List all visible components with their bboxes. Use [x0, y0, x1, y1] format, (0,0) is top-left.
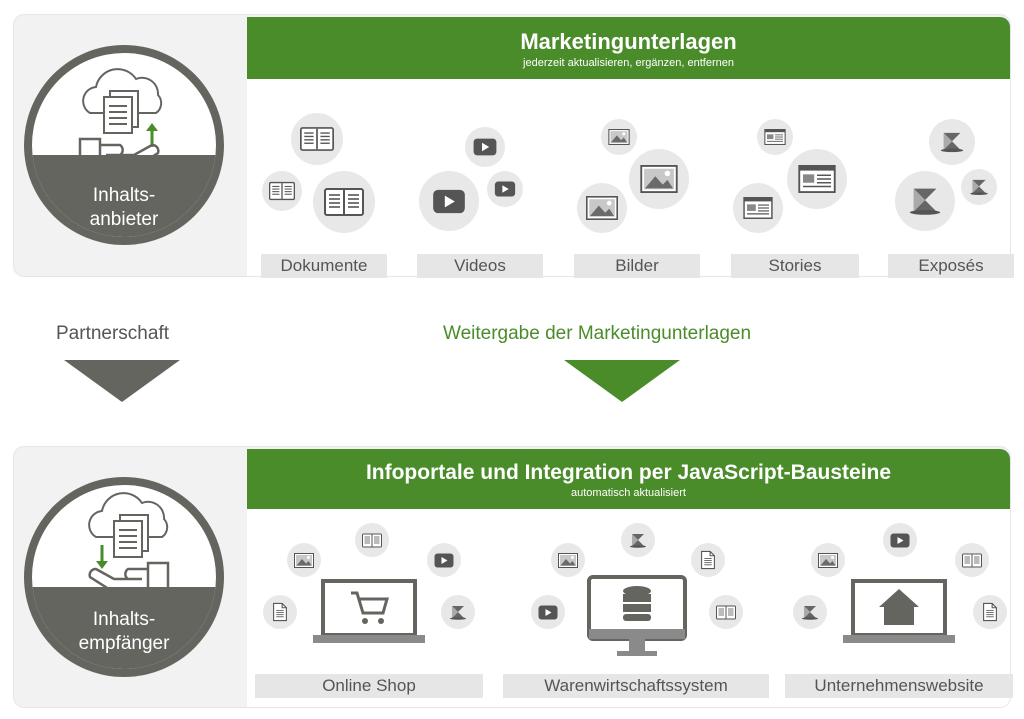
bottom-header: Infoportale und Integration per JavaScri…	[247, 449, 1010, 509]
category-label: Exposés	[888, 254, 1014, 278]
story-icon	[757, 119, 793, 155]
book-icon	[313, 171, 375, 233]
image-icon	[811, 543, 845, 577]
hand-icon	[88, 561, 170, 593]
book-icon	[262, 171, 302, 211]
document-icon	[691, 543, 725, 577]
bottom-content: Online Shop Warenwirtschaftssystem Unter…	[247, 509, 1013, 707]
category-label: Warenwirtschaftssystem	[503, 674, 769, 698]
image-icon	[629, 149, 689, 209]
image-icon	[601, 119, 637, 155]
laptop-icon	[843, 579, 955, 643]
book-icon	[355, 523, 389, 557]
expose-icon	[895, 171, 955, 231]
top-header: Marketingunterlagen jederzeit aktualisie…	[247, 17, 1010, 79]
book-icon	[955, 543, 989, 577]
cart-icon	[351, 591, 389, 615]
document-icon	[103, 90, 139, 134]
category-label: Bilder	[574, 254, 700, 278]
badge-label: anbieter	[90, 209, 159, 230]
video-icon	[427, 543, 461, 577]
top-panel: Marketingunterlagen jederzeit aktualisie…	[14, 15, 1014, 278]
top-subtitle: jederzeit aktualisieren, ergänzen, entfe…	[523, 57, 734, 69]
video-icon	[883, 523, 917, 557]
badge-label: Inhalts-	[93, 609, 155, 630]
home-icon	[879, 589, 919, 625]
book-icon	[291, 113, 343, 165]
expose-icon	[929, 119, 975, 165]
top-title: Marketingunterlagen	[520, 29, 737, 54]
category-label: Stories	[731, 254, 859, 278]
recipient-badge: Inhalts- empfänger	[22, 475, 226, 679]
video-icon	[419, 171, 479, 231]
expose-icon	[621, 523, 655, 557]
arrow-up-icon	[146, 123, 158, 147]
top-content: Dokumente Videos Bilder Stories Exposés	[247, 79, 1014, 278]
category-label: Unternehmenswebsite	[785, 674, 1013, 698]
story-icon	[733, 183, 783, 233]
expose-icon	[441, 595, 475, 629]
document-icon	[973, 595, 1007, 629]
category-label: Dokumente	[261, 254, 387, 278]
arrow-down-icon	[96, 545, 108, 569]
video-icon	[531, 595, 565, 629]
forwarding-label: Weitergabe der Marketingunterlagen	[443, 323, 752, 344]
video-icon	[465, 127, 505, 167]
image-icon	[287, 543, 321, 577]
provider-badge: Inhalts- anbieter	[22, 43, 226, 247]
document-icon	[113, 514, 149, 558]
story-icon	[787, 149, 847, 209]
document-icon	[263, 595, 297, 629]
image-icon	[577, 183, 627, 233]
badge-label: empfänger	[79, 633, 171, 654]
book-icon	[709, 595, 743, 629]
down-arrow-icon	[564, 360, 680, 402]
expose-icon	[961, 169, 997, 205]
down-arrow-icon	[64, 360, 180, 402]
bottom-subtitle: automatisch aktualisiert	[571, 487, 686, 499]
badge-label: Inhalts-	[93, 185, 155, 206]
bottom-panel: Infoportale und Integration per JavaScri…	[14, 447, 1013, 707]
video-icon	[487, 171, 523, 207]
laptop-icon	[313, 579, 425, 643]
monitor-icon	[587, 575, 687, 656]
hand-icon	[78, 137, 160, 169]
database-icon	[623, 586, 651, 621]
category-label: Online Shop	[255, 674, 483, 698]
image-icon	[551, 543, 585, 577]
bottom-title: Infoportale und Integration per JavaScri…	[365, 461, 892, 484]
partnership-label: Partnerschaft	[56, 323, 169, 344]
category-label: Videos	[417, 254, 543, 278]
expose-icon	[793, 595, 827, 629]
